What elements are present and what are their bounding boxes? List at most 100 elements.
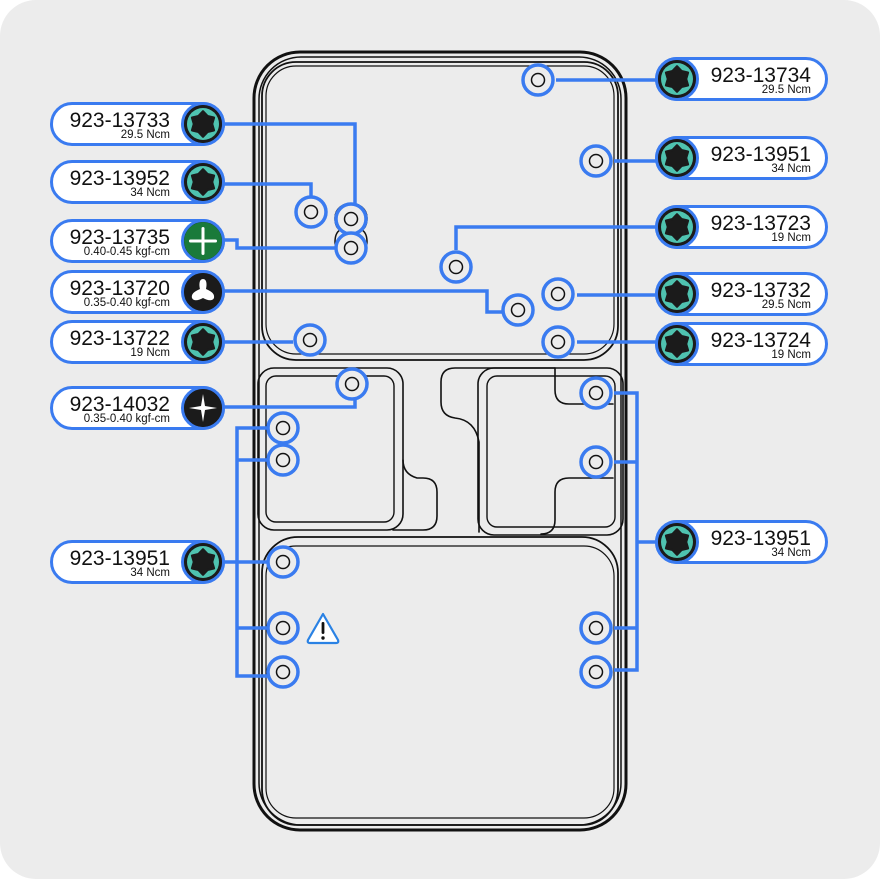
callout-923-13720[interactable]: 923-13720 0.35-0.40 kgf-cm: [50, 270, 225, 314]
screw-highlight-ring: [293, 323, 327, 357]
torque-spec: 34 Ncm: [771, 547, 811, 559]
torque-spec: 29.5 Ncm: [761, 299, 811, 311]
screw-location-marker[interactable]: [579, 655, 613, 689]
screw-highlight-ring: [579, 376, 613, 410]
screw-highlight-ring: [579, 611, 613, 645]
screw-location-marker[interactable]: [266, 655, 300, 689]
screw-location-marker[interactable]: [541, 325, 575, 359]
screw-highlight-ring: [334, 202, 368, 236]
screw-hole: [588, 664, 604, 680]
screw-location-marker[interactable]: [579, 144, 613, 178]
bottom-compartment-inner: [265, 545, 615, 819]
device-inner-frame: [258, 56, 622, 826]
torx-bit-icon: [655, 57, 699, 101]
screw-location-marker[interactable]: [266, 443, 300, 477]
screw-location-marker[interactable]: [579, 611, 613, 645]
torx-bit-icon: [181, 540, 225, 584]
torque-spec: 19 Ncm: [130, 347, 170, 359]
part-number: 923-13732: [710, 279, 811, 302]
left-mid-inner: [265, 375, 395, 523]
right-mid-outer: [477, 367, 624, 536]
callout-923-13735[interactable]: 923-13735 0.40-0.45 kgf-cm: [50, 219, 225, 263]
torx-bit-icon: [181, 160, 225, 204]
center-notch: [440, 367, 556, 533]
part-number: 923-13720: [69, 277, 170, 300]
phillips-green-bit-icon: [181, 219, 225, 263]
device-outer-frame: [252, 50, 628, 832]
screw-location-marker[interactable]: [579, 445, 613, 479]
device-outline: [252, 50, 628, 832]
torque-spec: 0.35-0.40 kgf-cm: [83, 297, 170, 309]
screw-location-marker[interactable]: [334, 231, 368, 265]
callout-923-13952[interactable]: 923-13952 34 Ncm: [50, 160, 225, 204]
screw-location-marker[interactable]: [266, 411, 300, 445]
screw-location-marker[interactable]: [266, 611, 300, 645]
leader-c7-bracket: [235, 426, 268, 678]
screw-location-marker[interactable]: [541, 277, 575, 311]
right-mid-notch-bottom: [540, 477, 614, 535]
screw-hole: [275, 664, 291, 680]
torque-spec: 19 Ncm: [771, 349, 811, 361]
part-number: 923-13952: [69, 167, 170, 190]
torque-spec: 29.5 Ncm: [120, 129, 170, 141]
leader-c2: [222, 182, 313, 197]
screw-hole: [275, 620, 291, 636]
callout-923-13723[interactable]: 923-13723 19 Ncm: [655, 205, 828, 249]
part-number: 923-14032: [69, 393, 170, 416]
screw-hole: [510, 302, 526, 318]
screw-hole: [343, 240, 359, 256]
screw-location-marker[interactable]: [266, 545, 300, 579]
screw-location-marker[interactable]: [335, 367, 369, 401]
part-number: 923-13733: [69, 109, 170, 132]
screw-hole: [275, 554, 291, 570]
screw-hole: [302, 332, 318, 348]
screw-location-marker[interactable]: [501, 293, 535, 327]
screw-highlight-ring: [541, 277, 575, 311]
torque-spec: 0.35-0.40 kgf-cm: [83, 413, 170, 425]
leader-c13-bracket: [614, 391, 639, 672]
left-mid-outer: [257, 367, 404, 531]
screw-highlight-ring: [579, 144, 613, 178]
screw-hole: [550, 334, 566, 350]
screw-highlight-ring: [521, 63, 555, 97]
screw-highlight-ring: [266, 411, 300, 445]
callout-923-13951-mid-right[interactable]: 923-13951 34 Ncm: [655, 520, 828, 564]
screw-highlight-ring: [266, 611, 300, 645]
callout-923-14032[interactable]: 923-14032 0.35-0.40 kgf-cm: [50, 386, 225, 430]
screw-hole: [588, 620, 604, 636]
leader-lines: [222, 78, 658, 678]
torx-bit-icon: [181, 320, 225, 364]
screw-location-marker[interactable]: [521, 63, 555, 97]
screw-location-marker[interactable]: [294, 195, 328, 229]
leader-c4: [222, 289, 503, 314]
screw-location-marker[interactable]: [293, 323, 327, 357]
torque-spec: 34 Ncm: [130, 567, 170, 579]
callout-923-13724[interactable]: 923-13724 19 Ncm: [655, 322, 828, 366]
top-compartment-outer: [261, 61, 619, 361]
torx-bit-icon: [655, 520, 699, 564]
callout-923-13951-left[interactable]: 923-13951 34 Ncm: [50, 540, 225, 584]
screw-highlight-ring: [335, 367, 369, 401]
callout-923-13722[interactable]: 923-13722 19 Ncm: [50, 320, 225, 364]
screw-location-marker[interactable]: [334, 202, 368, 236]
part-number: 923-13723: [710, 212, 811, 235]
screw-hole: [344, 376, 360, 392]
bottom-compartment-outer: [261, 536, 619, 826]
screw-hole: [530, 72, 546, 88]
callout-923-13733[interactable]: 923-13733 29.5 Ncm: [50, 102, 225, 146]
screw-highlight-ring: [334, 231, 368, 265]
screw-highlight-ring: [501, 293, 535, 327]
screw-hole: [588, 454, 604, 470]
callout-923-13732[interactable]: 923-13732 29.5 Ncm: [655, 272, 828, 316]
right-mid-inner: [486, 375, 616, 528]
screw-hole: [448, 259, 464, 275]
part-number: 923-13951: [710, 143, 811, 166]
torque-spec: 34 Ncm: [771, 163, 811, 175]
callout-923-13734[interactable]: 923-13734 29.5 Ncm: [655, 57, 828, 101]
callout-923-13951-top-right[interactable]: 923-13951 34 Ncm: [655, 136, 828, 180]
phillips-black-bit-icon: [181, 386, 225, 430]
screw-location-marker[interactable]: [439, 250, 473, 284]
screw-location-marker[interactable]: [579, 376, 613, 410]
